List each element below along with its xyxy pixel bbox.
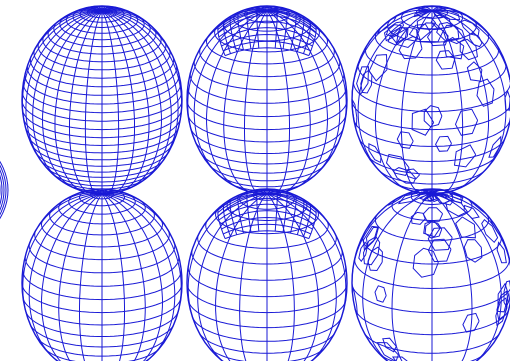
mesh-figure — [0, 0, 510, 361]
